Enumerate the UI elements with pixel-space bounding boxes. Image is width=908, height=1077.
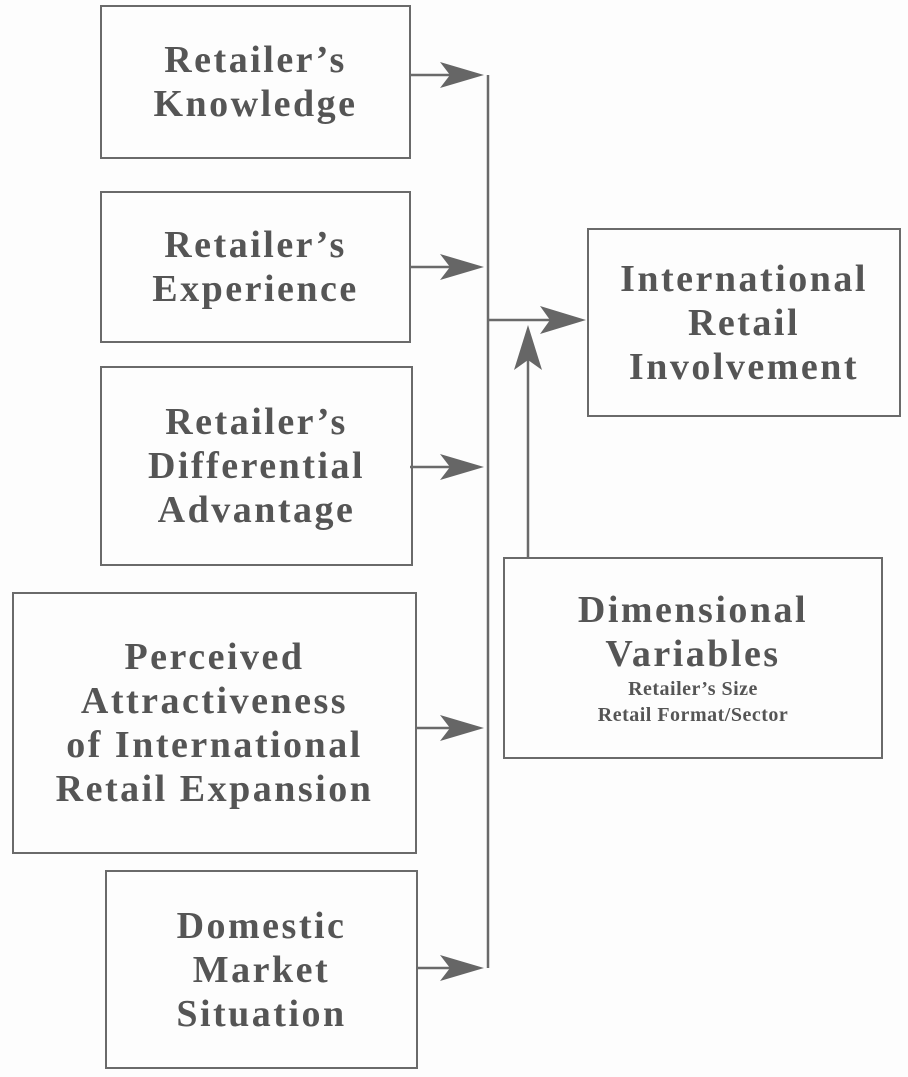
box-text: Perceived [124,636,305,678]
box-text: Retailer’s [164,224,347,266]
moderator-box: Dimensional Variables Retailer’s Size Re… [503,557,883,759]
arrowhead-icon [440,62,484,88]
factor-attractiveness-box: Perceived Attractiveness of Internationa… [12,592,417,854]
box-text: Retailer’s [165,401,348,443]
box-text: Retailer’s [164,39,347,81]
arrowhead-icon [440,454,484,480]
factor-knowledge-box: Retailer’s Knowledge [100,5,411,159]
box-text: Advantage [157,489,356,531]
box-text: Knowledge [153,83,358,125]
arrowhead-icon [440,715,484,741]
box-detail: Retail Format/Sector [597,704,789,726]
box-text: Domestic [176,904,347,947]
box-text: Differential [147,445,366,487]
box-text: Attractiveness [80,680,349,722]
arrowhead-icon [540,306,586,334]
factor-experience-box: Retailer’s Experience [100,191,411,343]
box-text: Involvement [628,345,860,388]
box-text: Dimensional [577,589,809,631]
arrowhead-icon [514,325,542,370]
box-text: Market [192,948,331,991]
box-text: International [620,257,868,300]
factor-differential-box: Retailer’s Differential Advantage [100,366,413,566]
factor-domestic-box: Domestic Market Situation [105,870,418,1069]
box-text: Retail [687,301,801,344]
box-detail: Retailer’s Size [628,678,758,700]
box-text: Retail Expansion [55,768,374,810]
box-text: of International [66,724,363,766]
box-text: Situation [176,992,347,1035]
box-text: Variables [605,633,781,675]
outcome-box: International Retail Involvement [587,228,901,417]
arrowhead-icon [440,254,484,280]
box-text: Experience [152,268,359,310]
arrowhead-icon [440,955,484,981]
